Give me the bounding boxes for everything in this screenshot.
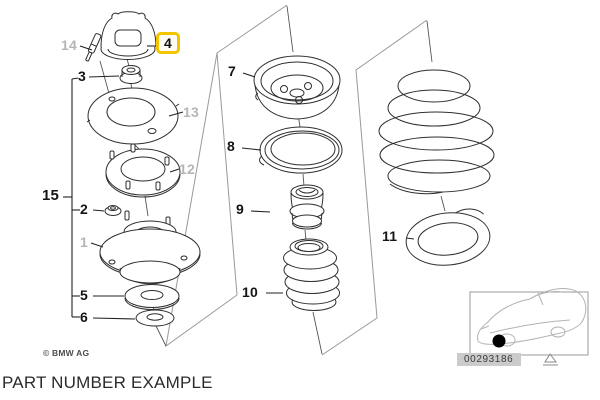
page-title: PART NUMBER EXAMPLE (2, 373, 213, 392)
callout-8[interactable]: 8 (227, 138, 235, 154)
callout-13[interactable]: 13 (183, 104, 199, 120)
spring-seat-drawing (253, 55, 341, 120)
part-number-label: 00293186 (457, 353, 521, 366)
strut-cap-drawing (100, 11, 157, 60)
callout-10[interactable]: 10 (242, 284, 258, 300)
callout-2[interactable]: 2 (80, 201, 88, 217)
callout-lead-lines (63, 45, 415, 320)
car-locator-box (469, 288, 589, 356)
bump-stop-drawing (289, 184, 325, 230)
support-plate-drawing (86, 87, 180, 145)
coil-spring-drawing (378, 69, 495, 195)
washer-small-drawing (135, 309, 175, 327)
callout-7[interactable]: 7 (228, 63, 236, 79)
lower-spring-pad-drawing (405, 208, 491, 266)
callout-5[interactable]: 5 (80, 287, 88, 303)
gasket-ring-drawing (259, 126, 343, 174)
callout-6[interactable]: 6 (80, 309, 88, 325)
pad-studs (109, 143, 170, 191)
washer-large-drawing (124, 284, 180, 310)
dust-boot-drawing (283, 238, 340, 311)
callout-11[interactable]: 11 (382, 228, 398, 244)
bmw-copyright: © BMW AG (43, 348, 90, 358)
callout-14[interactable]: 14 (61, 37, 77, 53)
black-dot-marker (492, 334, 506, 348)
car-side-outline-icon (477, 288, 587, 347)
lock-nut-drawing (119, 65, 143, 84)
guide-pin-drawing (85, 33, 102, 62)
callout-4-highlighted[interactable]: 4 (156, 32, 180, 54)
callout-12[interactable]: 12 (179, 161, 195, 177)
triangle-outline-icon (543, 353, 558, 366)
page-sheet-edges (165, 4, 428, 356)
small-nut-drawing (104, 205, 122, 216)
callout-15[interactable]: 15 (42, 187, 60, 204)
strut-support-bearing-drawing (99, 210, 201, 285)
callout-1[interactable]: 1 (80, 234, 88, 250)
callout-9[interactable]: 9 (236, 201, 244, 217)
upper-spring-pad-drawing (105, 143, 181, 198)
callout-3[interactable]: 3 (78, 68, 86, 84)
